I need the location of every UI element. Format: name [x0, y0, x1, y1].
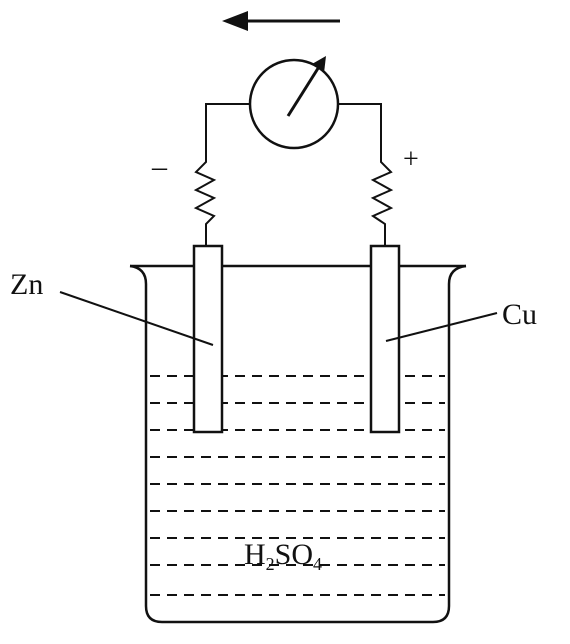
formula-so: SO	[274, 538, 314, 571]
left-wire	[193, 103, 250, 246]
electron-flow-arrow	[222, 11, 340, 31]
needle-arrowhead	[312, 56, 326, 73]
formula-h-subscript: 2	[265, 554, 275, 574]
galvanometer	[248, 56, 340, 150]
zn-leader-line	[59, 291, 214, 346]
copper-label: Cu	[502, 298, 538, 331]
electrolyte-formula: H2SO4	[244, 538, 323, 574]
positive-terminal-label: +	[403, 144, 419, 175]
formula-h: H	[244, 538, 266, 571]
cu-leader-line	[385, 312, 498, 342]
formula-o-subscript: 4	[313, 554, 323, 574]
galvanometer-needle	[286, 61, 324, 117]
zinc-label: Zn	[10, 268, 44, 301]
right-wire	[338, 103, 394, 246]
negative-terminal-label: –	[152, 150, 167, 183]
beaker	[129, 264, 467, 624]
